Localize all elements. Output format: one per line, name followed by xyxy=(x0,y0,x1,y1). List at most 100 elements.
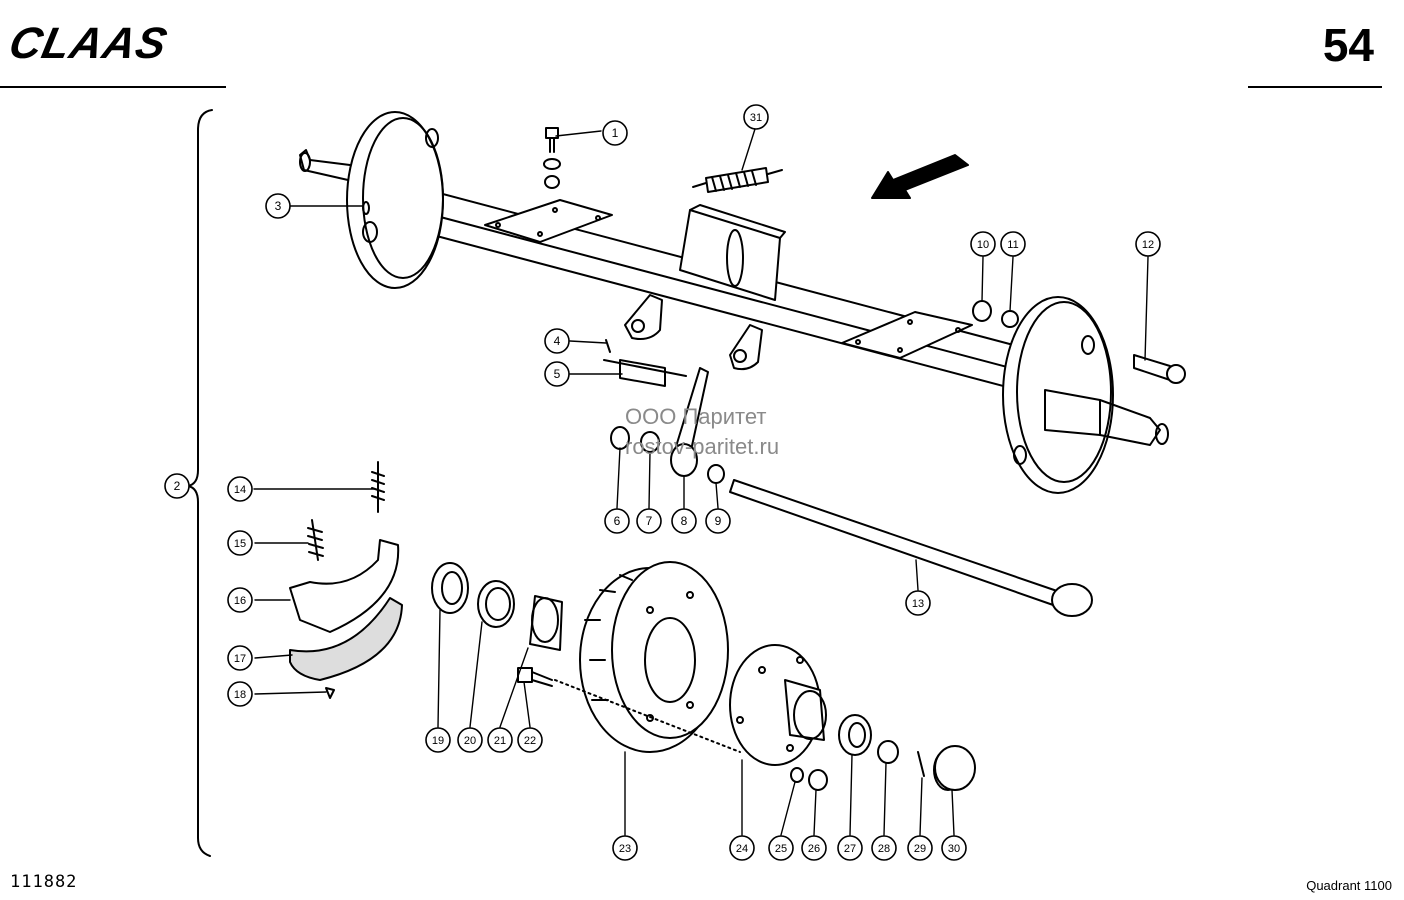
direction-arrow xyxy=(871,154,969,199)
callout-label-20: 20 xyxy=(464,735,476,747)
callout-circle-2 xyxy=(164,473,190,499)
callout-circle-8 xyxy=(671,508,697,534)
callout-circle-25 xyxy=(768,835,794,861)
callout-circle-22 xyxy=(517,727,543,753)
group-bracket xyxy=(187,109,213,857)
callout-label-25: 25 xyxy=(775,843,787,855)
callout-circle-6 xyxy=(604,508,630,534)
bolt-part-1 xyxy=(545,127,559,153)
callout-circle-29 xyxy=(907,835,933,861)
callout-circle-18 xyxy=(227,681,253,707)
callout-circle-3 xyxy=(265,193,291,219)
washer-part-9 xyxy=(707,464,725,484)
watermark: ООО Паритет rostov-paritet.ru xyxy=(625,402,779,461)
leader-lines xyxy=(253,128,1149,836)
bearing-part-21 xyxy=(529,595,563,651)
watermark-line-1: ООО Паритет xyxy=(625,404,767,429)
callout-label-30: 30 xyxy=(948,843,960,855)
spring-part-14 xyxy=(371,461,385,513)
mount-plate-right xyxy=(841,311,973,359)
callout-circle-14 xyxy=(227,476,253,502)
callout-circle-28 xyxy=(871,835,897,861)
callout-label-22: 22 xyxy=(524,735,536,747)
callout-label-29: 29 xyxy=(914,843,926,855)
callout-label-5: 5 xyxy=(554,367,561,381)
clevis-part-5 xyxy=(603,359,687,387)
hub-cap-part-30 xyxy=(933,745,976,791)
callout-circle-9 xyxy=(705,508,731,534)
callout-label-26: 26 xyxy=(808,843,820,855)
seal-part-19 xyxy=(431,562,469,614)
callout-circle-7 xyxy=(636,508,662,534)
callout-circle-12 xyxy=(1135,231,1161,257)
bearing-part-27 xyxy=(838,714,872,756)
callout-label-4: 4 xyxy=(554,334,561,348)
right-flange-plate xyxy=(1002,296,1169,494)
brake-drum-part-23 xyxy=(579,561,729,753)
callout-label-16: 16 xyxy=(234,595,246,607)
callout-circle-11 xyxy=(1000,231,1026,257)
lug-right xyxy=(729,324,763,371)
callout-circle-31 xyxy=(743,104,769,130)
callout-circle-20 xyxy=(457,727,483,753)
brake-shoe-part-16 xyxy=(289,539,400,633)
nut-part-10 xyxy=(972,300,992,322)
callout-circle-4 xyxy=(544,328,570,354)
washer-part-1 xyxy=(543,158,561,170)
callout-label-1: 1 xyxy=(612,126,619,140)
callout-label-12: 12 xyxy=(1142,239,1154,251)
callout-circle-26 xyxy=(801,835,827,861)
callout-circle-10 xyxy=(970,231,996,257)
centre-bracket xyxy=(679,204,786,301)
callout-label-6: 6 xyxy=(614,514,621,528)
callout-circle-30 xyxy=(941,835,967,861)
callout-circle-19 xyxy=(425,727,451,753)
lug-left xyxy=(624,294,663,340)
drawing-number: 111882 xyxy=(10,872,78,892)
hub-part-24 xyxy=(729,644,827,766)
callout-label-31: 31 xyxy=(750,112,762,124)
nut-part-26 xyxy=(808,769,828,791)
callout-circle-15 xyxy=(227,530,253,556)
callout-label-19: 19 xyxy=(432,735,444,747)
callout-label-10: 10 xyxy=(977,239,989,251)
callout-label-24: 24 xyxy=(736,843,748,855)
callout-label-3: 3 xyxy=(275,199,282,213)
page-number: 54 xyxy=(1322,19,1374,71)
callout-label-9: 9 xyxy=(715,514,722,528)
brake-lining-part-17 xyxy=(289,597,403,681)
callout-label-7: 7 xyxy=(646,514,653,528)
left-flange-plate xyxy=(299,111,444,289)
callout-circle-13 xyxy=(905,590,931,616)
callout-circle-23 xyxy=(612,835,638,861)
callout-label-13: 13 xyxy=(912,598,924,610)
callout-label-23: 23 xyxy=(619,843,631,855)
mount-plate-left xyxy=(484,199,613,243)
lever-part-8 xyxy=(670,367,709,477)
nut-part-25 xyxy=(790,767,804,783)
callout-label-11: 11 xyxy=(1007,239,1018,251)
callout-circle-21 xyxy=(487,727,513,753)
header-rule-right xyxy=(1248,86,1382,88)
header-rule-left xyxy=(0,86,226,88)
callout-circle-1 xyxy=(602,120,628,146)
seal-part-20 xyxy=(477,580,515,628)
callout-circle-24 xyxy=(729,835,755,861)
washer-part-11 xyxy=(1001,310,1019,328)
callout-label-8: 8 xyxy=(681,514,688,528)
callout-circle-16 xyxy=(227,587,253,613)
bolt-part-12 xyxy=(1133,354,1186,384)
callout-label-28: 28 xyxy=(878,843,890,855)
callout-label-27: 27 xyxy=(844,843,856,855)
callout-label-17: 17 xyxy=(234,653,246,665)
callout-label-2: 2 xyxy=(174,479,181,493)
callout-circle-5 xyxy=(544,361,570,387)
stud-part-22 xyxy=(517,667,553,687)
split-pin-part-29 xyxy=(917,751,925,777)
callout-circle-27 xyxy=(837,835,863,861)
watermark-line-2: rostov-paritet.ru xyxy=(625,433,780,459)
spring-part-31 xyxy=(692,167,783,193)
